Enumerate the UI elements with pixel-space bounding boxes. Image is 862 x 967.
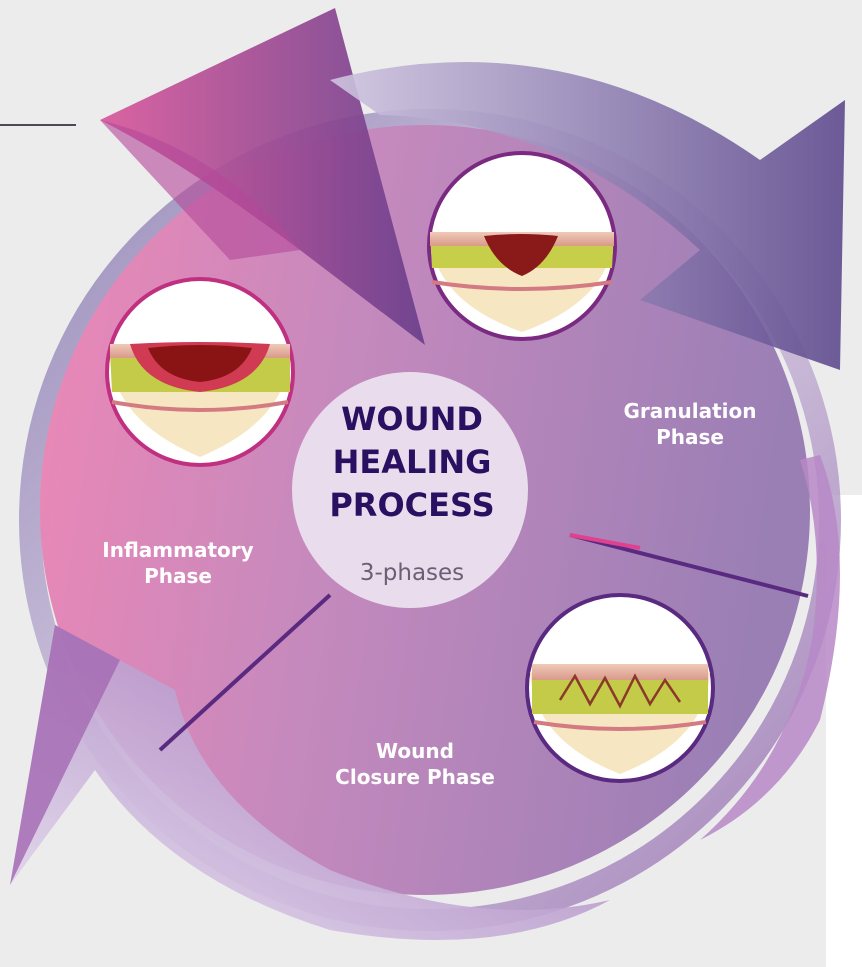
diagram-subtitle: 3-phases: [296, 560, 528, 586]
inflammatory-label-line2: Phase: [68, 563, 288, 589]
granulation-label-line1: Granulation: [590, 398, 790, 424]
closure-phase-label: Wound Closure Phase: [300, 738, 530, 790]
title-line3: PROCESS: [296, 484, 528, 527]
diagram-title: WOUND HEALING PROCESS: [296, 398, 528, 527]
closure-wound-image: [527, 595, 713, 781]
granulation-wound-image: [429, 153, 615, 339]
granulation-phase-label: Granulation Phase: [590, 398, 790, 450]
inflammatory-label-line1: Inflammatory: [68, 537, 288, 563]
closure-label-line2: Closure Phase: [300, 764, 530, 790]
inflammatory-wound-image: [107, 279, 293, 465]
closure-label-line1: Wound: [300, 738, 530, 764]
inflammatory-phase-label: Inflammatory Phase: [68, 537, 288, 589]
title-line2: HEALING: [296, 441, 528, 484]
title-line1: WOUND: [296, 398, 528, 441]
granulation-label-line2: Phase: [590, 424, 790, 450]
